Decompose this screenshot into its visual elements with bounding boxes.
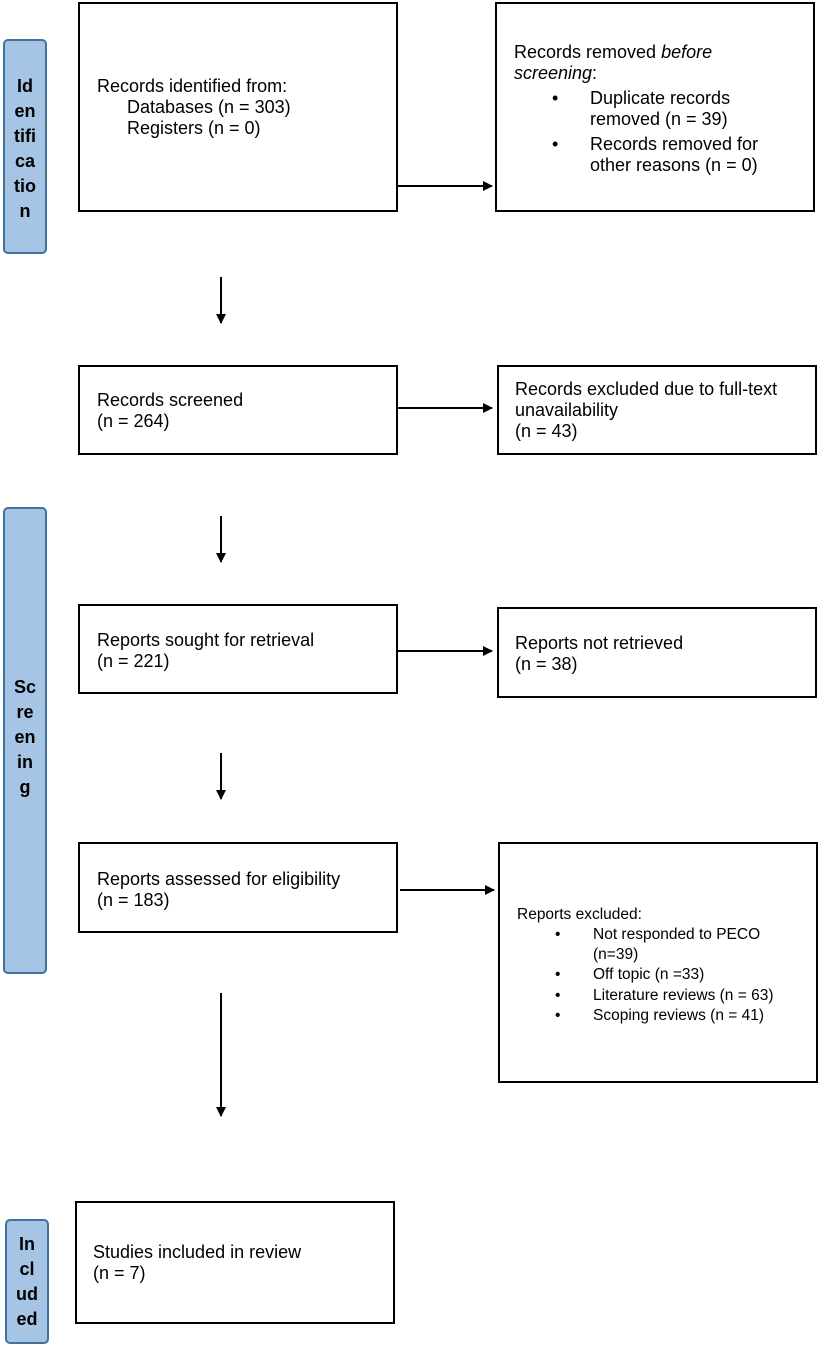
bullet-icon: • <box>552 134 559 154</box>
studies-included-text: Studies included in review(n = 7) <box>93 1242 302 1283</box>
bullet-icon: • <box>555 1007 561 1024</box>
bullet-icon: • <box>555 966 561 983</box>
bullet-icon: • <box>555 987 561 1004</box>
records-screened-box: Records screened(n = 264) <box>78 365 398 455</box>
records-identified-text: Records identified from:Databases (n = 3… <box>97 76 291 138</box>
excluded-item-peco: Not responded to PECO(n=39) <box>593 926 761 963</box>
records-removed-title-cont: screening: <box>514 63 598 83</box>
records-removed-title: Records removed before <box>514 42 713 62</box>
reports-not-retrieved-box: Reports not retrieved(n = 38) <box>497 607 817 698</box>
studies-included-box: Studies included in review(n = 7) <box>75 1201 395 1324</box>
reports-assessed-box: Reports assessed for eligibility(n = 183… <box>78 842 398 933</box>
reports-assessed-text: Reports assessed for eligibility(n = 183… <box>97 869 341 910</box>
reports-not-retrieved-text: Reports not retrieved(n = 38) <box>515 633 684 674</box>
reports-sought-text: Reports sought for retrieval(n = 221) <box>97 630 315 671</box>
records-identified-box: Records identified from:Databases (n = 3… <box>78 2 398 212</box>
excluded-item-literature-reviews: Literature reviews (n = 63) <box>593 987 774 1004</box>
reports-excluded-box: Reports excluded: • Not responded to PEC… <box>498 842 818 1083</box>
records-screened-text: Records screened(n = 264) <box>97 390 244 431</box>
records-removed-box: Records removed before screening: • Dupl… <box>495 2 815 212</box>
excluded-item-scoping-reviews: Scoping reviews (n = 41) <box>593 1007 765 1024</box>
excluded-item-off-topic: Off topic (n =33) <box>593 966 705 983</box>
reports-sought-box: Reports sought for retrieval(n = 221) <box>78 604 398 694</box>
reports-excluded-title: Reports excluded: <box>517 906 642 923</box>
bullet-icon: • <box>555 926 561 943</box>
bullet-icon: • <box>552 88 559 108</box>
